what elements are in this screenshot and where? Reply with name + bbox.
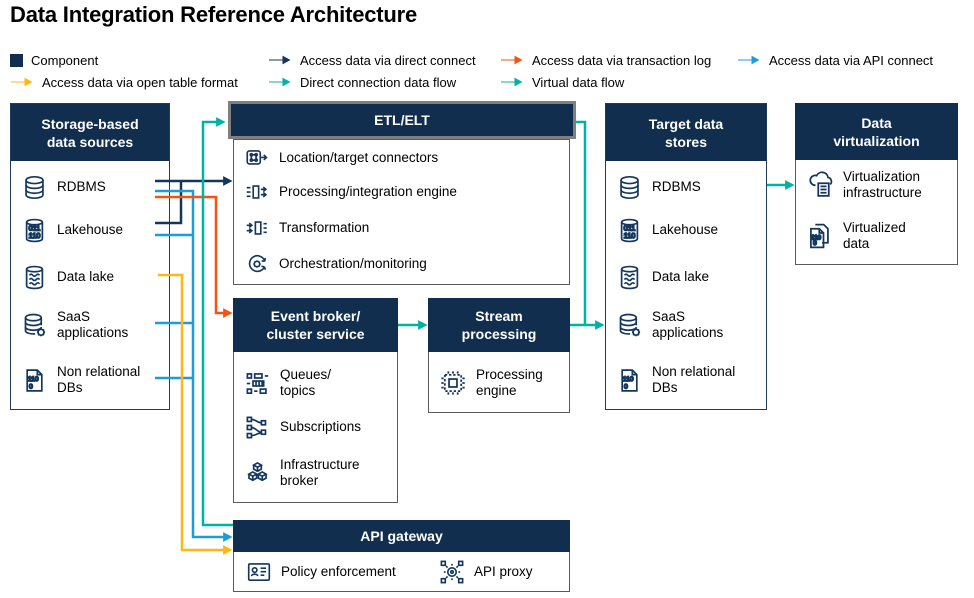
api-proxy-icon — [439, 559, 465, 585]
processing-engine-chip-icon — [439, 369, 467, 397]
legend-item-component: Component — [10, 51, 98, 69]
virtualized-data-icon — [806, 222, 834, 250]
broker-item-queues-topics: Queues/topics — [244, 361, 393, 405]
storage-item-rdbms: RDBMS — [21, 165, 165, 209]
rdbms-database-icon — [616, 174, 643, 201]
location-target-connectors-icon — [244, 145, 270, 171]
target-item-lakehouse: Lakehouse — [616, 208, 762, 252]
saas-applications-icon — [616, 312, 643, 339]
data-lake-icon — [616, 264, 643, 291]
integration-engine-icon — [244, 179, 270, 205]
target-item-data-lake: Data lake — [616, 255, 762, 299]
legend-item-direct-connect: Access data via direct connect — [268, 51, 476, 69]
flow-api-gateway-to-etl — [201, 117, 233, 527]
non-relational-dbs-icon — [21, 367, 48, 394]
subscriptions-icon — [244, 414, 271, 441]
gateway-item-policy-enforcement: Policy enforcement — [246, 557, 396, 587]
etl-item-integration-engine: Processing/integration engine — [244, 177, 565, 207]
orchestration-monitoring-icon — [244, 251, 270, 277]
direct-connect-arrow-icon — [268, 54, 292, 66]
legend-item-direct-connection-flow: Direct connection data flow — [268, 73, 456, 91]
policy-enforcement-icon — [246, 559, 272, 585]
etl-header: ETL/ELT — [228, 101, 576, 139]
etl-item-orchestration: Orchestration/monitoring — [244, 249, 565, 279]
component-swatch-icon — [10, 53, 23, 67]
target-item-rdbms: RDBMS — [616, 165, 762, 209]
rdbms-database-icon — [21, 174, 48, 201]
transformation-icon — [244, 215, 270, 241]
storage-item-data-lake: Data lake — [21, 255, 165, 299]
non-relational-dbs-icon — [616, 367, 643, 394]
etl-item-connectors: Location/target connectors — [244, 143, 565, 173]
storage-item-lakehouse: Lakehouse — [21, 208, 165, 252]
legend-item-open-table-format: Access data via open table format — [10, 73, 238, 91]
transaction-log-arrow-icon — [500, 54, 524, 66]
broker-item-subscriptions: Subscriptions — [244, 405, 393, 449]
legend-item-virtual-flow: Virtual data flow — [500, 73, 624, 91]
etl-panel: Location/target connectors Processing/in… — [233, 139, 570, 285]
infrastructure-broker-icon — [244, 460, 271, 487]
data-lake-icon — [21, 264, 48, 291]
lakehouse-icon — [616, 217, 643, 244]
legend-item-transaction-log: Access data via transaction log — [500, 51, 711, 69]
direct-connection-flow-arrow-icon — [268, 76, 292, 88]
event-broker-panel: Event broker/cluster service Queues/topi… — [233, 298, 398, 503]
api-gateway-header: API gateway — [233, 520, 570, 552]
flow-etl-to-target-stores — [575, 120, 605, 330]
api-connect-arrow-icon — [737, 54, 761, 66]
lakehouse-icon — [21, 217, 48, 244]
saas-applications-icon — [21, 312, 48, 339]
api-gateway-panel: API gateway Policy enforcement API proxy — [233, 520, 570, 592]
virtualization-infrastructure-icon — [806, 171, 834, 199]
gateway-item-api-proxy: API proxy — [439, 557, 533, 587]
page-title: Data Integration Reference Architecture — [10, 2, 418, 27]
virtual-flow-arrow-icon — [500, 76, 524, 88]
queues-topics-icon — [244, 370, 271, 397]
event-broker-header: Event broker/cluster service — [233, 298, 398, 352]
etl-item-transformation: Transformation — [244, 213, 565, 243]
legend-item-api-connect: Access data via API connect — [737, 51, 933, 69]
open-table-format-arrow-icon — [10, 76, 34, 88]
